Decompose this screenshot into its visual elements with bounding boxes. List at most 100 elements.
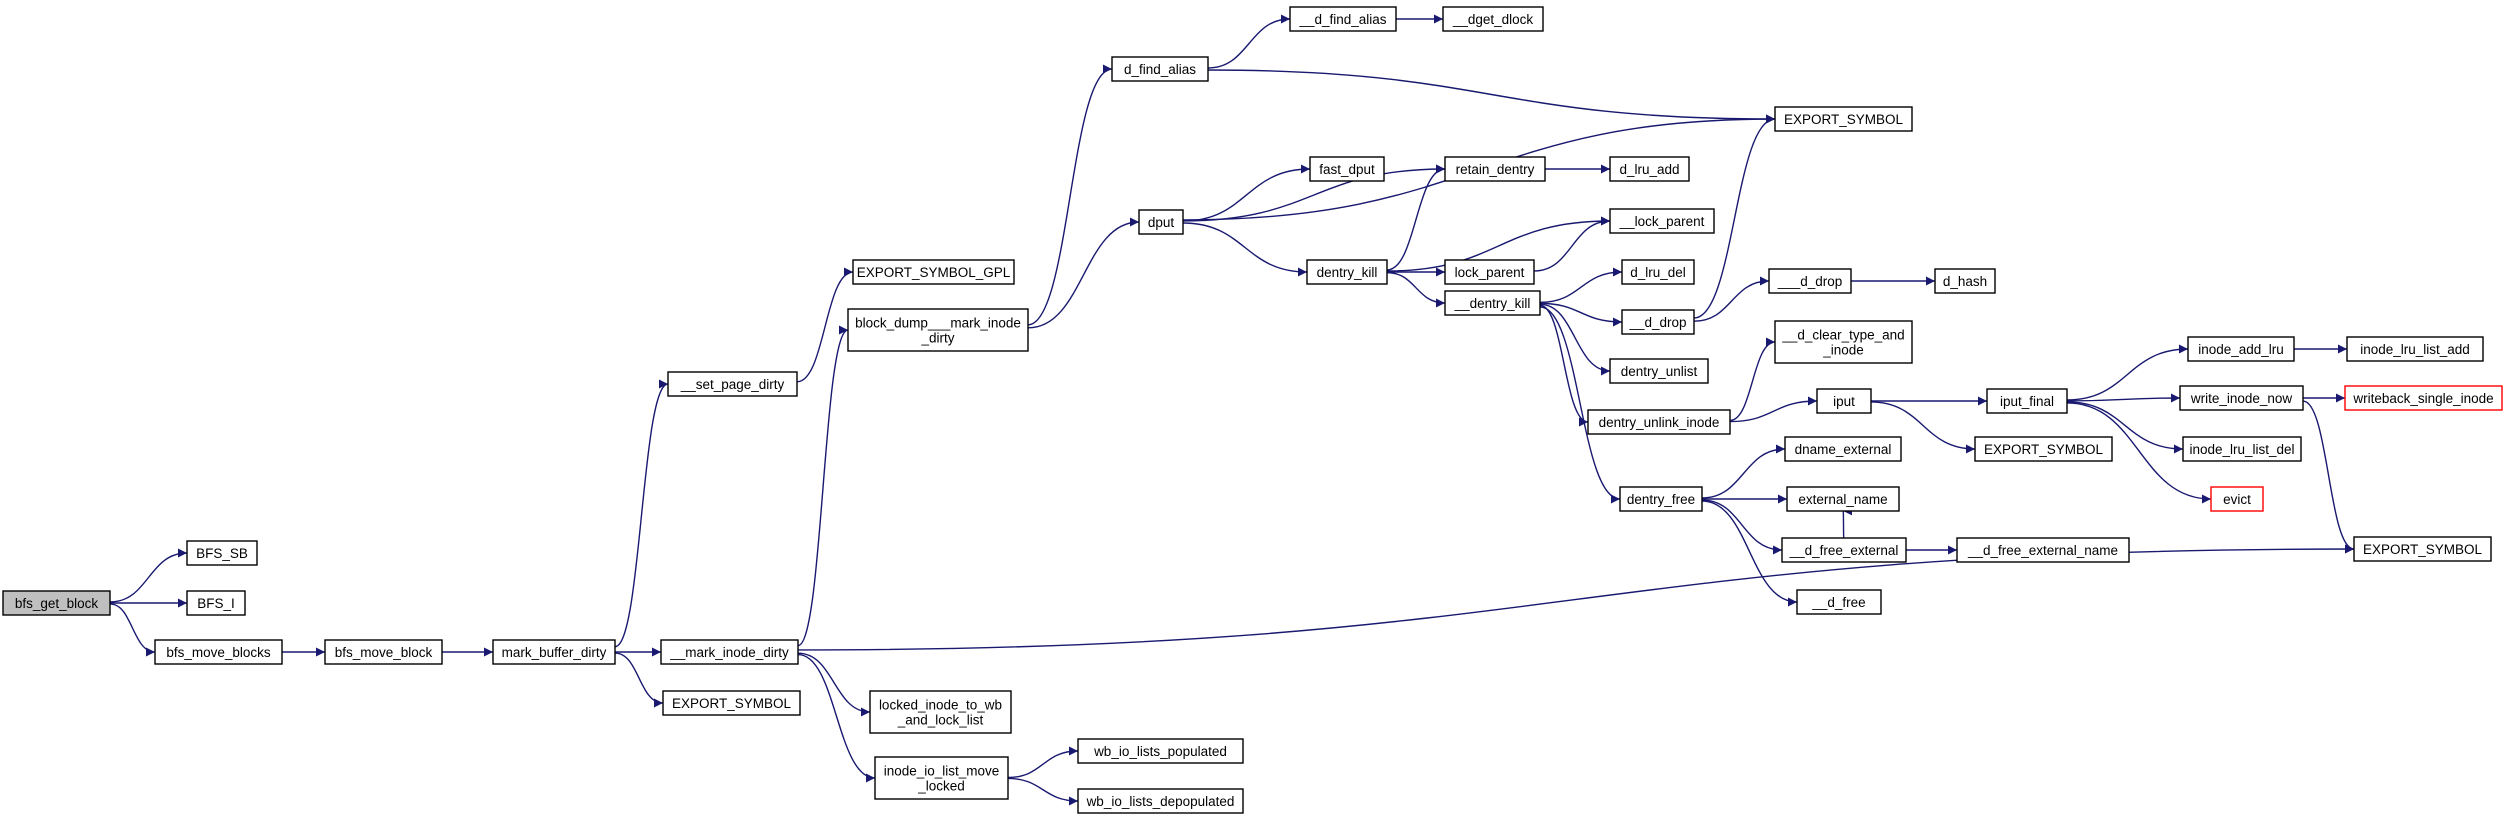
- node-inode-lru-list-add[interactable]: inode_lru_list_add: [2346, 336, 2484, 362]
- node-label: _locked: [917, 779, 965, 794]
- node-dentry-unlink-inode[interactable]: dentry_unlink_inode: [1587, 409, 1731, 435]
- node-box: [2353, 536, 2492, 562]
- edge-__mark_inode_dirty-to-locked_inode_to_wb_and_lock_list: [797, 652, 871, 717]
- node-box: [1289, 6, 1397, 32]
- edge-bfs_get_block-to-BFS_SB: [109, 548, 188, 603]
- node-box: [1774, 320, 1913, 364]
- node-bfs-move-block[interactable]: bfs_move_block: [324, 639, 443, 665]
- node-box: [2346, 336, 2484, 362]
- node-box: [1784, 436, 1902, 462]
- node-block-dump---mark-inode-dirty[interactable]: block_dump___mark_inode_dirty: [847, 308, 1029, 352]
- node-EXPORT-SYMBOL-b[interactable]: EXPORT_SYMBOL: [1774, 106, 1913, 132]
- node-d-free[interactable]: __d_free: [1796, 589, 1882, 615]
- node-d-find-alias[interactable]: d_find_alias: [1111, 56, 1209, 82]
- node-box: [1956, 537, 2130, 563]
- node-EXPORT-SYMBOL-a[interactable]: EXPORT_SYMBOL: [662, 690, 801, 716]
- node-EXPORT-SYMBOL-GPL[interactable]: EXPORT_SYMBOL_GPL: [852, 259, 1015, 285]
- node-dentry-kill[interactable]: __dentry_kill: [1444, 290, 1541, 316]
- edge-dentry_free-to-__d_free: [1701, 500, 1798, 607]
- node-label: _inode: [1822, 343, 1864, 358]
- node-dentry-unlist[interactable]: dentry_unlist: [1609, 358, 1709, 384]
- node-label: EXPORT_SYMBOL: [1984, 442, 2104, 457]
- node-box: [1781, 537, 1907, 563]
- node-set-page-dirty[interactable]: __set_page_dirty: [667, 371, 798, 397]
- node-evict[interactable]: evict: [2210, 486, 2264, 512]
- node-box: [2344, 385, 2503, 411]
- node-box: [1111, 56, 1209, 82]
- node-box: [852, 259, 1015, 285]
- node-box: [1444, 259, 1535, 285]
- node-dget-dlock[interactable]: __dget_dlock: [1442, 6, 1544, 32]
- edge-block_dump___mark_inode_dirty-to-dput: [1027, 217, 1140, 329]
- node-EXPORT-SYMBOL-c[interactable]: EXPORT_SYMBOL: [1974, 436, 2113, 462]
- node-wb-io-lists-populated[interactable]: wb_io_lists_populated: [1077, 738, 1244, 764]
- node-write-inode-now[interactable]: write_inode_now: [2179, 385, 2304, 411]
- node-label: __d_drop: [1628, 315, 1686, 330]
- node-mark-buffer-dirty[interactable]: mark_buffer_dirty: [492, 639, 616, 665]
- node-mark-inode-dirty[interactable]: __mark_inode_dirty: [660, 639, 799, 665]
- node-label: EXPORT_SYMBOL: [2363, 542, 2483, 557]
- node-label: _and_lock_list: [897, 713, 984, 728]
- node-label: inode_lru_list_add: [2360, 342, 2470, 357]
- node-d-find-alias[interactable]: __d_find_alias: [1289, 6, 1397, 32]
- node-label: __d_free_external: [1789, 543, 1899, 558]
- node-dname-external[interactable]: dname_external: [1784, 436, 1902, 462]
- node-wb-io-lists-depopulated[interactable]: wb_io_lists_depopulated: [1077, 788, 1244, 814]
- node-label: bfs_move_block: [335, 645, 433, 660]
- node-lock-parent[interactable]: __lock_parent: [1609, 208, 1715, 234]
- node-writeback-single-inode[interactable]: writeback_single_inode: [2344, 385, 2503, 411]
- node-iput-final[interactable]: iput_final: [1986, 388, 2068, 414]
- node-box: [1774, 106, 1913, 132]
- node-label: d_lru_del: [1630, 265, 1686, 280]
- node-inode-io-list-move-locked[interactable]: inode_io_list_move_locked: [874, 756, 1009, 800]
- node-d-lru-del[interactable]: d_lru_del: [1621, 259, 1695, 285]
- edge-__d_free_external-to-external_name: [1842, 507, 1853, 539]
- node-d-clear-type-and-inode[interactable]: __d_clear_type_and_inode: [1774, 320, 1913, 364]
- node-box: [1609, 156, 1690, 182]
- node-box: [1609, 358, 1709, 384]
- node-d-free-external[interactable]: __d_free_external: [1781, 537, 1907, 563]
- node-label: d_find_alias: [1124, 62, 1196, 77]
- node-dput[interactable]: dput: [1138, 209, 1184, 235]
- node-box: [492, 639, 616, 665]
- node-EXPORT-SYMBOL-d[interactable]: EXPORT_SYMBOL: [2353, 536, 2492, 562]
- node-box: [1444, 290, 1541, 316]
- node-bfs-get-block[interactable]: bfs_get_block: [2, 590, 111, 616]
- node-bfs-move-blocks[interactable]: bfs_move_blocks: [154, 639, 283, 665]
- node-dentry-kill[interactable]: dentry_kill: [1306, 259, 1388, 285]
- node-box: [186, 540, 258, 566]
- node-box: [1138, 209, 1184, 235]
- node-d-drop[interactable]: ___d_drop: [1768, 268, 1852, 294]
- node-BFS-I[interactable]: BFS_I: [186, 590, 246, 616]
- edge-dput-to-dentry_kill: [1182, 222, 1308, 277]
- node-box: [1609, 208, 1715, 234]
- edge-mark_buffer_dirty-to-__set_page_dirty: [614, 379, 669, 648]
- node-BFS-SB[interactable]: BFS_SB: [186, 540, 258, 566]
- node-label: __dget_dlock: [1452, 12, 1534, 27]
- edge-iput_final-to-inode_lru_list_del: [2066, 401, 2184, 454]
- node-locked-inode-to-wb-and-lock-list[interactable]: locked_inode_to_wb_and_lock_list: [869, 690, 1012, 734]
- node-retain-dentry[interactable]: retain_dentry: [1444, 156, 1546, 182]
- node-iput[interactable]: iput: [1816, 388, 1872, 414]
- node-fast-dput[interactable]: fast_dput: [1309, 156, 1385, 182]
- node-label: __d_free_external_name: [1967, 543, 2118, 558]
- node-d-lru-add[interactable]: d_lru_add: [1609, 156, 1690, 182]
- node-external-name[interactable]: external_name: [1786, 486, 1900, 512]
- node-inode-lru-list-del[interactable]: inode_lru_list_del: [2182, 436, 2302, 462]
- edge-dput-to-fast_dput: [1182, 164, 1311, 222]
- node-label: dentry_unlist: [1621, 364, 1698, 379]
- node-dentry-free[interactable]: dentry_free: [1619, 486, 1703, 512]
- node-box: [1077, 738, 1244, 764]
- node-d-free-external-name[interactable]: __d_free_external_name: [1956, 537, 2130, 563]
- node-label: iput: [1833, 394, 1855, 409]
- node-inode-add-lru[interactable]: inode_add_lru: [2187, 336, 2295, 362]
- node-label: wb_io_lists_depopulated: [1086, 794, 1235, 809]
- node-lock-parent[interactable]: lock_parent: [1444, 259, 1535, 285]
- edge-__dentry_kill-to-__d_drop: [1539, 302, 1623, 327]
- node-d-hash[interactable]: d_hash: [1934, 268, 1996, 294]
- node-d-drop[interactable]: __d_drop: [1621, 309, 1695, 335]
- node-box: [2179, 385, 2304, 411]
- node-label: writeback_single_inode: [2352, 391, 2493, 406]
- node-label: dentry_unlink_inode: [1599, 415, 1720, 430]
- node-box: [154, 639, 283, 665]
